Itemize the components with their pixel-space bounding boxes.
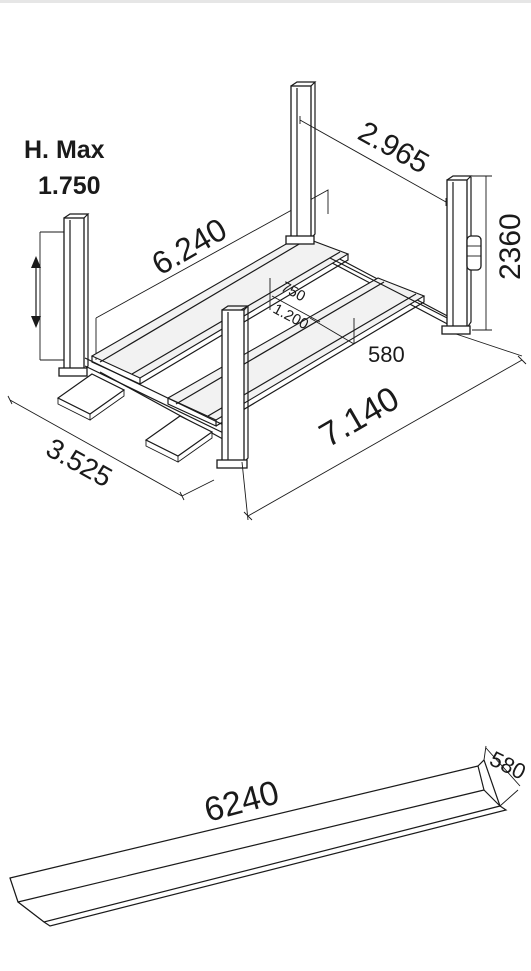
rear-left-post [285, 81, 317, 245]
inner-dim-lines [269, 278, 355, 345]
total-length-dim-line [241, 333, 527, 521]
runway-length-label: 6.240 [146, 211, 233, 282]
total-width-dim-line [7, 395, 215, 501]
rear-width-label: 2.965 [353, 115, 435, 180]
runway-length-dim: 6240 [200, 773, 283, 829]
power-unit [466, 235, 482, 271]
runway-width-label: 580 [368, 342, 405, 367]
total-width-label: 3.525 [41, 432, 117, 493]
height-label: 2360 [494, 213, 527, 280]
lift-height-arrow [31, 231, 64, 361]
four-post-lift [7, 81, 527, 521]
hmax-label: H. Max [24, 136, 105, 164]
top-border [0, 0, 531, 3]
front-right-post [216, 305, 250, 469]
rear-right-post [441, 175, 482, 335]
front-left-post [58, 213, 90, 377]
total-length-label: 7.140 [313, 379, 406, 454]
height-dim-line [472, 175, 492, 331]
runway-length-extension [95, 189, 329, 360]
runway-profile [9, 745, 521, 927]
rear-width-dim-line [299, 116, 447, 206]
left-approach-ramp [56, 373, 126, 421]
runway-width-dim: 580 [486, 746, 530, 785]
right-approach-ramp [144, 415, 214, 463]
hmax-value: 1.750 [38, 172, 101, 200]
